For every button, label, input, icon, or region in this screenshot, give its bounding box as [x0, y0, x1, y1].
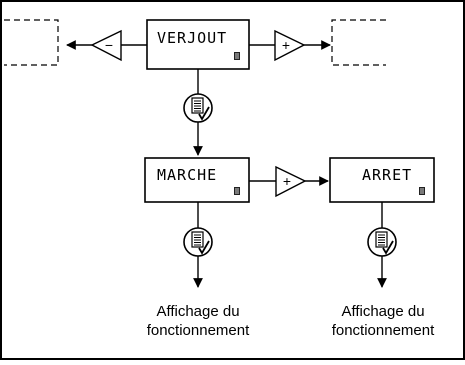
top-display-mini-icon	[233, 51, 241, 61]
right-dashed-box	[331, 19, 386, 66]
plus-button-top-symbol: +	[282, 37, 290, 53]
right-display	[329, 157, 435, 203]
caption-right-line2: fonctionnement	[332, 322, 435, 339]
caption-left-line2: fonctionnement	[147, 322, 250, 339]
right-display-text: ARRET	[362, 166, 412, 184]
validate-icon[interactable]	[367, 227, 397, 257]
minus-button[interactable]	[90, 29, 122, 62]
left-display	[144, 157, 250, 203]
validate-icon[interactable]	[183, 93, 213, 123]
plus-button-mid[interactable]	[275, 165, 307, 198]
top-display-text: VERJOUT	[157, 29, 227, 47]
validate-icon[interactable]	[183, 227, 213, 257]
left-display-text: MARCHE	[157, 166, 217, 184]
caption-left-line1: Affichage du	[156, 303, 239, 320]
right-display-mini-icon	[418, 186, 426, 196]
left-display-mini-icon	[233, 186, 241, 196]
plus-button-top[interactable]	[274, 29, 306, 62]
minus-button-symbol: −	[105, 37, 113, 53]
left-dashed-box	[4, 19, 59, 66]
plus-button-mid-symbol: +	[283, 173, 291, 189]
caption-right-line1: Affichage du	[341, 303, 424, 320]
